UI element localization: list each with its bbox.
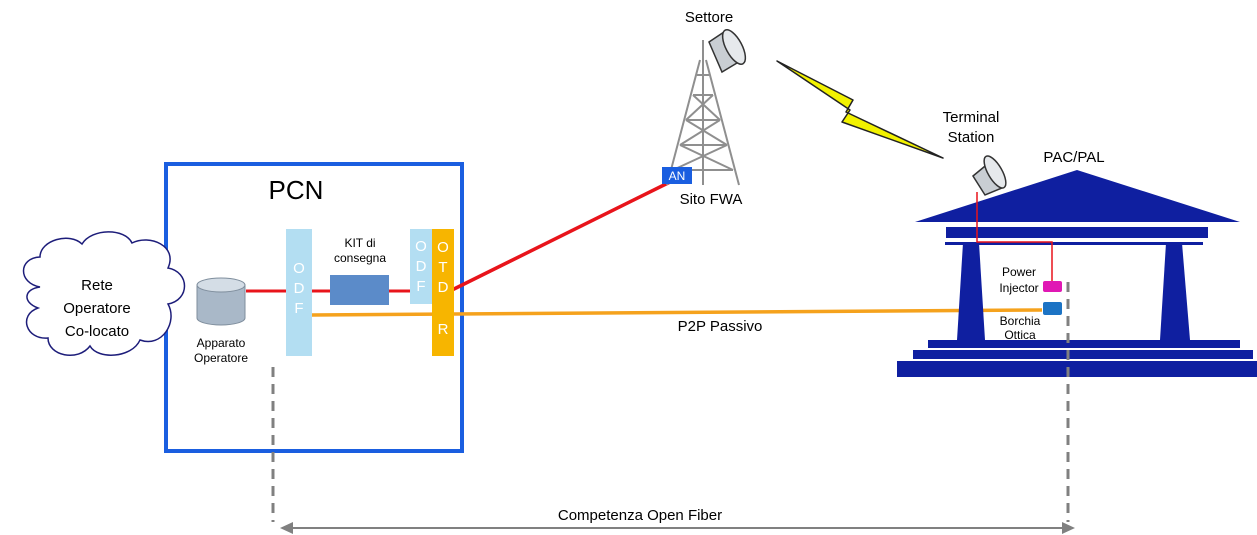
operator-device-label-line2: Operatore [194,351,248,365]
operator-device-label-line1: Apparato [197,336,246,350]
optical-socket [1043,302,1062,315]
building-pac-pal-icon [897,170,1257,377]
orange-fiber-p2p [311,308,1043,317]
odf-right-letter-3: F [416,278,425,295]
otdr [432,229,454,356]
fwa-site-label: Sito FWA [680,191,743,208]
cloud-label-line3: Co-locato [65,323,129,340]
red-fiber-to-fwa-site [451,180,671,292]
cloud-label-line1: Rete [81,277,113,294]
an-badge-label: AN [669,169,686,183]
power-injector-label-line2: Injector [999,281,1038,295]
otdr-letter-3: D [438,279,449,296]
competenza-arrow-left-head [280,522,293,534]
delivery-kit [330,275,389,305]
odf-left-letter-2: D [294,280,305,297]
kit-label-line2: consegna [334,251,386,265]
power-injector-wire [976,192,1053,284]
odf-left [286,229,312,356]
odf-right-letter-2: D [416,258,427,275]
odf-right [410,229,432,304]
odf-right-letter-1: O [415,238,427,255]
sector-antenna-icon [708,28,747,74]
optical-socket-label-line2: Ottica [1004,328,1036,342]
competenza-label: Competenza Open Fiber [558,507,722,524]
terminal-station-label-line2: Station [948,129,995,146]
otdr-letter-2: T [438,259,447,276]
kit-label-line1: KIT di [344,236,375,250]
pcn-title: PCN [269,175,324,205]
competenza-arrow-right-head [1062,522,1075,534]
otdr-letter-4: R [438,321,449,338]
sector-label: Settore [685,9,733,26]
power-injector [1043,281,1062,292]
terminal-station-label-line1: Terminal [943,109,1000,126]
p2p-link-label: P2P Passivo [678,318,763,335]
odf-left-letter-1: O [293,260,305,277]
operator-device-icon [196,277,246,326]
an-badge [662,167,692,184]
odf-left-letter-3: F [294,300,303,317]
radio-tower-icon [666,40,740,186]
terminal-station-antenna-icon [972,155,1007,196]
optical-socket-label-line1: Borchia [1000,314,1041,328]
cloud-label-line2: Operatore [63,300,131,317]
wireless-link-bolt-icon [776,60,944,159]
otdr-letter-1: O [437,239,449,256]
power-injector-label-line1: Power [1002,265,1036,279]
building-title: PAC/PAL [1043,149,1104,166]
operator-network-cloud: Rete Operatore Co-locato [22,231,186,356]
